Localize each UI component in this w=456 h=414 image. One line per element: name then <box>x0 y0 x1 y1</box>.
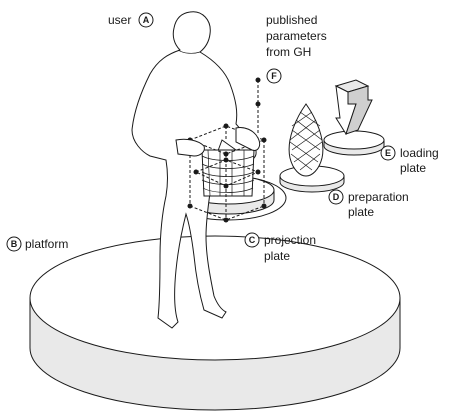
badge-b: B <box>11 239 18 249</box>
label-projection-line1: projection <box>264 233 316 247</box>
badge-c: C <box>249 235 256 245</box>
label-preparation-line1: preparation <box>348 190 409 204</box>
label-published-line1: published <box>266 13 317 27</box>
badge-e: E <box>385 148 391 158</box>
parameter-line <box>256 78 261 135</box>
label-published-parameters: published parameters from GH F <box>266 13 327 83</box>
badge-f: F <box>271 71 277 81</box>
label-preparation-line2: plate <box>348 205 374 219</box>
label-platform-text: platform <box>25 237 68 251</box>
label-platform: B platform <box>7 237 68 251</box>
label-loading-line1: loading <box>400 146 439 160</box>
label-projection-line2: plate <box>264 249 290 263</box>
label-loading-line2: plate <box>400 161 426 175</box>
label-preparation-plate: D preparation plate <box>329 190 409 219</box>
badge-a: A <box>143 15 150 25</box>
loading-block-shape <box>336 80 372 134</box>
loading-plate-shape <box>324 131 384 155</box>
label-user: user A <box>108 13 153 27</box>
lattice-vase-shape <box>289 104 323 176</box>
label-user-text: user <box>108 13 131 27</box>
label-loading-plate: E loading plate <box>381 146 439 175</box>
badge-d: D <box>333 192 340 202</box>
platform-shape <box>30 236 400 410</box>
label-published-line2: parameters <box>266 29 327 43</box>
label-published-line3: from GH <box>266 45 311 59</box>
